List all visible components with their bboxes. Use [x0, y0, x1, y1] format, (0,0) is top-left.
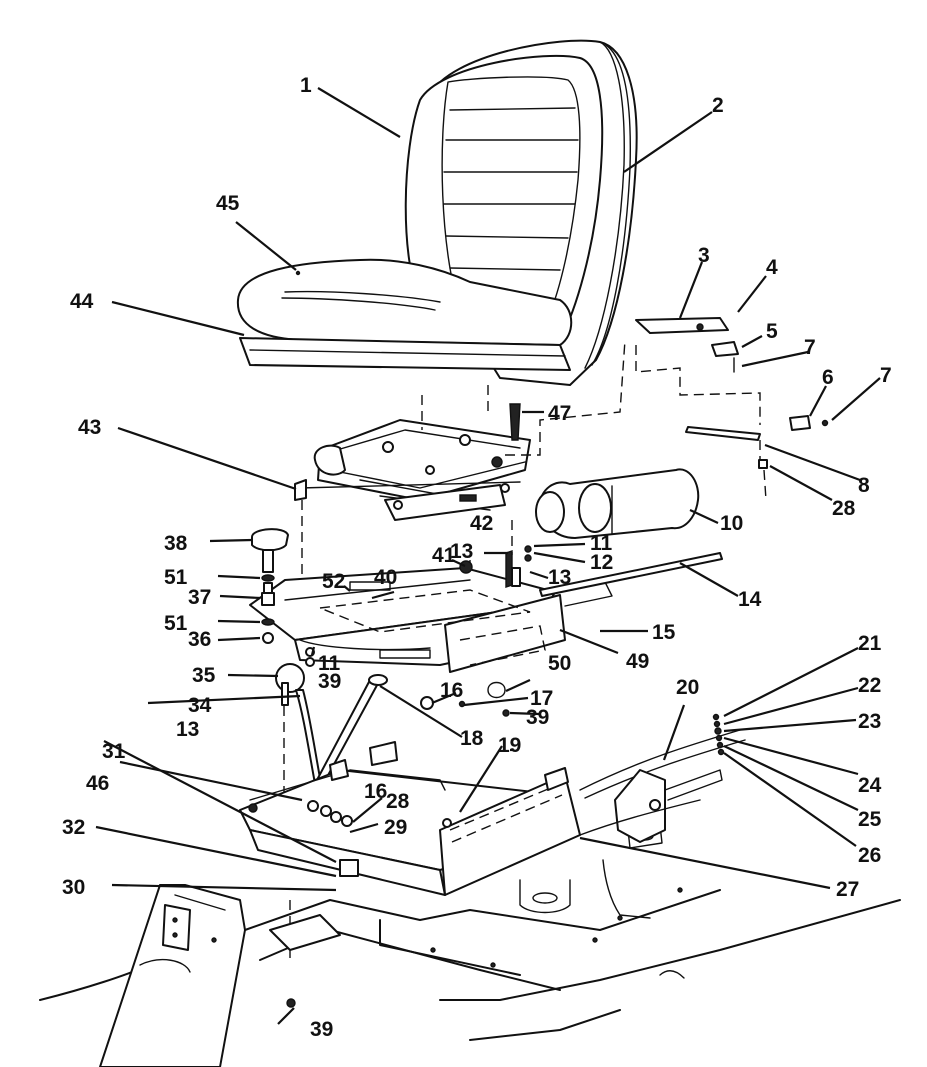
callout-38: 38 [164, 532, 188, 555]
callout-51a: 51 [164, 566, 188, 589]
callout-44: 44 [70, 290, 94, 313]
callout-34: 34 [188, 694, 212, 717]
seat-suspension-part [294, 419, 531, 521]
callout-50: 50 [548, 652, 571, 675]
callout-13c: 13 [176, 718, 199, 741]
callout-22: 22 [858, 674, 881, 697]
callout-29: 29 [384, 816, 407, 839]
callout-42: 42 [470, 512, 493, 535]
callout-16b: 16 [364, 780, 387, 803]
callout-14: 14 [738, 588, 762, 611]
callout-25: 25 [858, 808, 882, 831]
callout-13b: 13 [548, 566, 571, 589]
callout-19: 19 [498, 734, 521, 757]
callout-27: 27 [836, 878, 859, 901]
adjustment-knob-part [251, 528, 289, 644]
seat-cushion-part [236, 39, 638, 386]
callout-7b: 7 [880, 364, 892, 387]
bellows-part [535, 468, 700, 539]
callout-2: 2 [712, 94, 724, 117]
callout-40: 40 [374, 566, 397, 589]
callout-31: 31 [102, 740, 126, 763]
callout-12: 12 [590, 551, 613, 574]
callout-15: 15 [652, 621, 676, 644]
callout-11b: 11 [318, 652, 341, 675]
callout-21: 21 [858, 632, 882, 655]
callout-10: 10 [720, 512, 743, 535]
seat-mount-plate [249, 550, 613, 673]
bolt-47 [509, 403, 521, 441]
callout-17: 17 [530, 687, 553, 710]
callout-39a: 39 [318, 670, 341, 693]
vehicle-frame [39, 769, 901, 1067]
callout-28b: 28 [386, 790, 410, 813]
callout-45: 45 [216, 192, 240, 215]
callout-24: 24 [858, 774, 882, 797]
callout-1: 1 [300, 74, 312, 97]
callout-26: 26 [858, 844, 881, 867]
callout-labels: 1 2 3 4 5 6 7 7 8 10 11 11 12 13 13 13 1… [62, 74, 892, 1041]
callout-51b: 51 [164, 612, 188, 635]
callout-6: 6 [822, 366, 834, 389]
callout-11a: 11 [590, 532, 613, 555]
callout-47: 47 [548, 402, 571, 425]
callout-46: 46 [86, 772, 109, 795]
callout-35: 35 [192, 664, 216, 687]
bracket-parts [505, 317, 829, 501]
callout-39c: 39 [310, 1018, 333, 1041]
callout-18: 18 [460, 727, 484, 750]
callout-41: 41 [432, 544, 456, 567]
callout-28a: 28 [832, 497, 856, 520]
rail-and-hardware [579, 713, 746, 799]
callout-36: 36 [188, 628, 211, 651]
callout-8: 8 [858, 474, 870, 497]
callout-43: 43 [78, 416, 101, 439]
callout-49: 49 [626, 650, 649, 673]
callout-20: 20 [676, 676, 699, 699]
seat-base-box [239, 741, 581, 896]
callout-23: 23 [858, 710, 881, 733]
callout-5: 5 [766, 320, 778, 343]
callout-7a: 7 [804, 336, 816, 359]
callout-30: 30 [62, 876, 85, 899]
callout-32: 32 [62, 816, 85, 839]
callout-4: 4 [766, 256, 778, 279]
callout-leaders [95, 87, 881, 1025]
callout-13a: 13 [450, 540, 473, 563]
callout-52: 52 [322, 570, 345, 593]
callout-16a: 16 [440, 679, 463, 702]
callout-37: 37 [188, 586, 211, 609]
callout-3: 3 [698, 244, 710, 267]
callout-39b: 39 [526, 706, 549, 729]
